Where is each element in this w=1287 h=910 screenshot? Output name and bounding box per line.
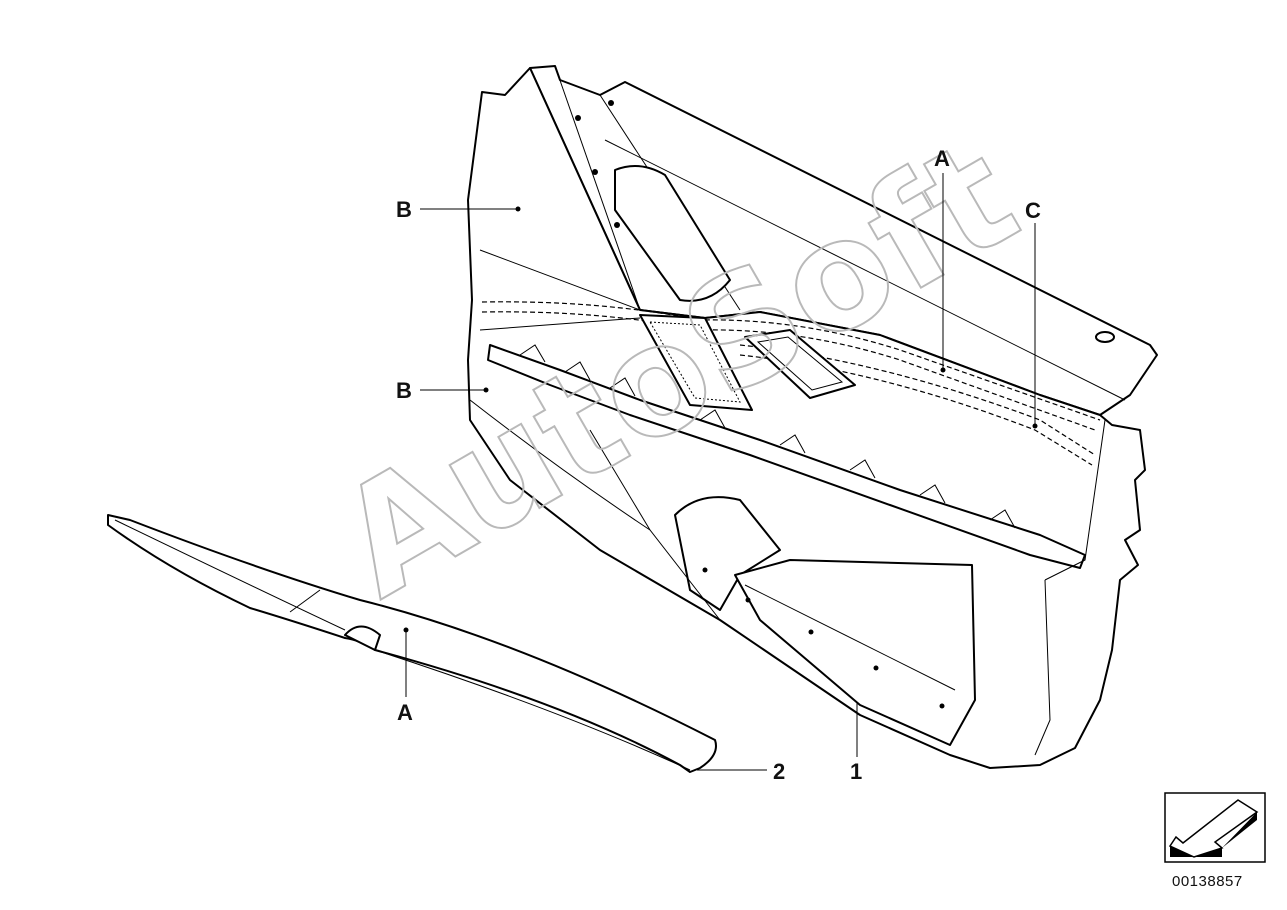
door-trim-panel bbox=[467, 65, 1158, 769]
callout-a-panel: A bbox=[934, 146, 950, 171]
arrow-down-left-icon bbox=[1168, 799, 1259, 858]
callout-item-1: 1 bbox=[850, 759, 862, 784]
callout-c-panel: C bbox=[1025, 198, 1041, 223]
callout-b-upper: B bbox=[396, 197, 412, 222]
part-number: 00138857 bbox=[1172, 873, 1243, 890]
callout-leaders bbox=[403, 173, 1038, 771]
callout-a-strip: A bbox=[397, 700, 413, 725]
orientation-symbol bbox=[1164, 792, 1266, 863]
callout-b-lower: B bbox=[396, 378, 412, 403]
callout-item-2: 2 bbox=[773, 759, 785, 784]
trim-strip bbox=[107, 514, 717, 773]
